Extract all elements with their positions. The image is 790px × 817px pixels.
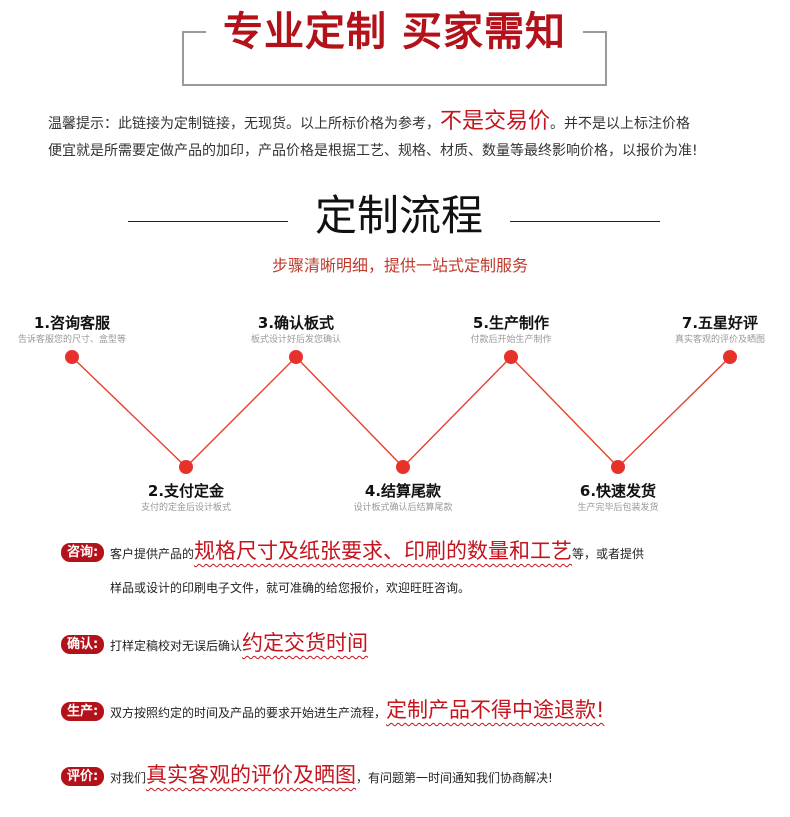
notice-line-1: 温馨提示：此链接为定制链接，无现货。以上所标价格为参考，不是交易价。并不是以上标… [48,108,690,138]
row-text: 对我们 [110,771,147,785]
header-frame [182,31,607,86]
section-divider-left [128,221,288,222]
step-title: 3.确认板式 [257,314,335,332]
step-desc: 设计板式确认后结算尾款 [353,503,453,513]
step-desc: 板式设计好后发您确认 [250,335,341,345]
tag-review: 评价: [61,767,105,786]
section-title: 定制流程 [314,191,483,240]
step-desc: 付款后开始生产制作 [470,335,552,345]
step-title: 7.五星好评 [681,314,759,332]
row-consult-line-1: 客户提供产品的规格尺寸及纸张要求、印刷的数量和工艺等，或者提供 [110,536,644,569]
step-dot-1 [65,350,79,364]
tag-consult: 咨询: [61,543,105,562]
step-desc: 生产完毕后包装发货 [577,503,659,513]
tag-produce: 生产: [61,702,105,721]
notice-text: 温馨提示：此链接为定制链接，无现货。以上所标价格为参考， [48,116,440,132]
row-highlight: 约定交货时间 [242,631,369,655]
step-title: 2.支付定金 [147,482,225,500]
step-title: 4.结算尾款 [364,482,442,500]
step-desc: 支付的定金后设计板式 [140,503,231,513]
step-dot-2 [179,460,193,474]
row-review: 对我们真实客观的评价及晒图，有问题第一时间通知我们协商解决! [110,760,553,793]
step-dot-3 [289,350,303,364]
step-5: 5.生产制作 付款后开始生产制作 [416,313,606,347]
step-1: 1.咨询客服 告诉客服您的尺寸、盒型等 [0,313,167,347]
step-6: 6.快速发货 生产完毕后包装发货 [523,481,713,515]
step-2: 2.支付定金 支付的定金后设计板式 [91,481,281,515]
step-title: 1.咨询客服 [33,314,111,332]
step-desc: 真实客观的评价及晒图 [674,335,765,345]
row-consult-line-2: 样品或设计的印刷电子文件，就可准确的给您报价，欢迎旺旺咨询。 [110,581,471,595]
row-highlight: 定制产品不得中途退款! [386,698,605,722]
step-dot-4 [396,460,410,474]
notice-highlight: 不是交易价 [440,109,551,134]
row-text-after: 等，或者提供 [572,547,645,561]
section-divider-right [510,221,660,222]
step-desc: 告诉客服您的尺寸、盒型等 [17,335,126,345]
step-dot-6 [611,460,625,474]
header-frame-corner-left [182,31,206,33]
notice-line-2: 便宜就是所需要定做产品的加印，产品价格是根据工艺、规格、材质、数量等最终影响价格… [48,143,698,159]
row-confirm: 打样定稿校对无误后确认约定交货时间 [110,628,368,661]
step-3: 3.确认板式 板式设计好后发您确认 [201,313,391,347]
page-title: 专业定制 买家需知 [223,9,566,55]
header-frame-corner-right [583,31,607,33]
row-highlight: 真实客观的评价及晒图 [146,763,357,787]
step-title: 6.快速发货 [579,482,657,500]
step-7: 7.五星好评 真实客观的评价及晒图 [625,313,790,347]
row-highlight: 规格尺寸及纸张要求、印刷的数量和工艺 [194,539,573,563]
step-4: 4.结算尾款 设计板式确认后结算尾款 [308,481,498,515]
step-dot-7 [723,350,737,364]
row-text-after: ，有问题第一时间通知我们协商解决! [356,771,553,785]
process-line [71,355,731,469]
section-subtitle: 步骤清晰明细，提供一站式定制服务 [271,256,528,275]
tag-confirm: 确认: [61,635,105,654]
row-text: 打样定稿校对无误后确认 [110,639,243,653]
row-text: 双方按照约定的时间及产品的要求开始进生产流程， [110,706,387,720]
step-dot-5 [504,350,518,364]
step-title: 5.生产制作 [472,314,550,332]
row-text: 客户提供产品的 [110,547,195,561]
row-produce: 双方按照约定的时间及产品的要求开始进生产流程，定制产品不得中途退款! [110,695,604,728]
notice-text-after: 。并不是以上标注价格 [550,116,691,132]
